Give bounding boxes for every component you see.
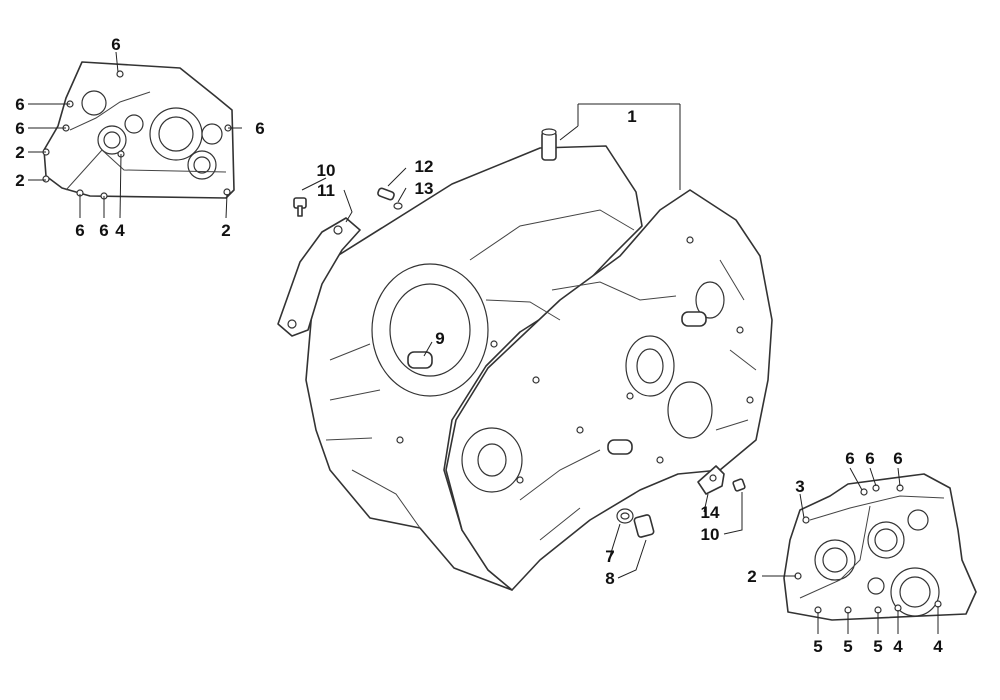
crankcase-gasket [277,217,361,337]
callout-11: 11 [317,181,335,200]
callout-labels: 1 2 2 2 2 3 4 4 4 5 5 5 6 6 6 6 6 6 6 6 … [15,35,943,656]
callout-4: 4 [115,221,125,240]
fitting-12 [377,187,395,201]
callout-2: 2 [221,221,230,240]
crankcase-assembly [305,128,773,591]
callout-6: 6 [15,95,24,114]
callout-3: 3 [795,477,804,496]
callout-6: 6 [255,119,264,138]
crankcase-half-right-inset [783,473,977,621]
callout-4: 4 [893,637,903,656]
callout-6: 6 [893,449,902,468]
callout-13: 13 [415,179,434,198]
callout-6: 6 [845,449,854,468]
bracket-14 [697,465,725,495]
callout-8: 8 [605,569,614,588]
callout-5: 5 [843,637,852,656]
bolt-10-upper [293,197,307,217]
callout-14: 14 [701,503,720,522]
bolt-holes-main [396,236,754,484]
callout-5: 5 [873,637,882,656]
crankcase-half-left-inset [42,61,235,200]
callout-2: 2 [15,143,24,162]
callout-6: 6 [99,221,108,240]
bolt-10-lower [732,478,746,492]
callout-7: 7 [605,547,614,566]
callout-6: 6 [111,35,120,54]
callout-9: 9 [435,329,444,348]
callout-6: 6 [865,449,874,468]
callout-2: 2 [747,567,756,586]
o-ring-13 [393,202,403,210]
callout-4: 4 [933,637,943,656]
callout-1: 1 [627,107,636,126]
callout-12: 12 [415,157,434,176]
leader-lines [28,51,939,634]
callout-2: 2 [15,171,24,190]
callout-5: 5 [813,637,822,656]
washer-7 [616,508,634,524]
callout-6: 6 [75,221,84,240]
drain-plug-8 [633,514,655,538]
callout-10: 10 [701,525,720,544]
callout-10: 10 [317,161,336,180]
callout-6: 6 [15,119,24,138]
